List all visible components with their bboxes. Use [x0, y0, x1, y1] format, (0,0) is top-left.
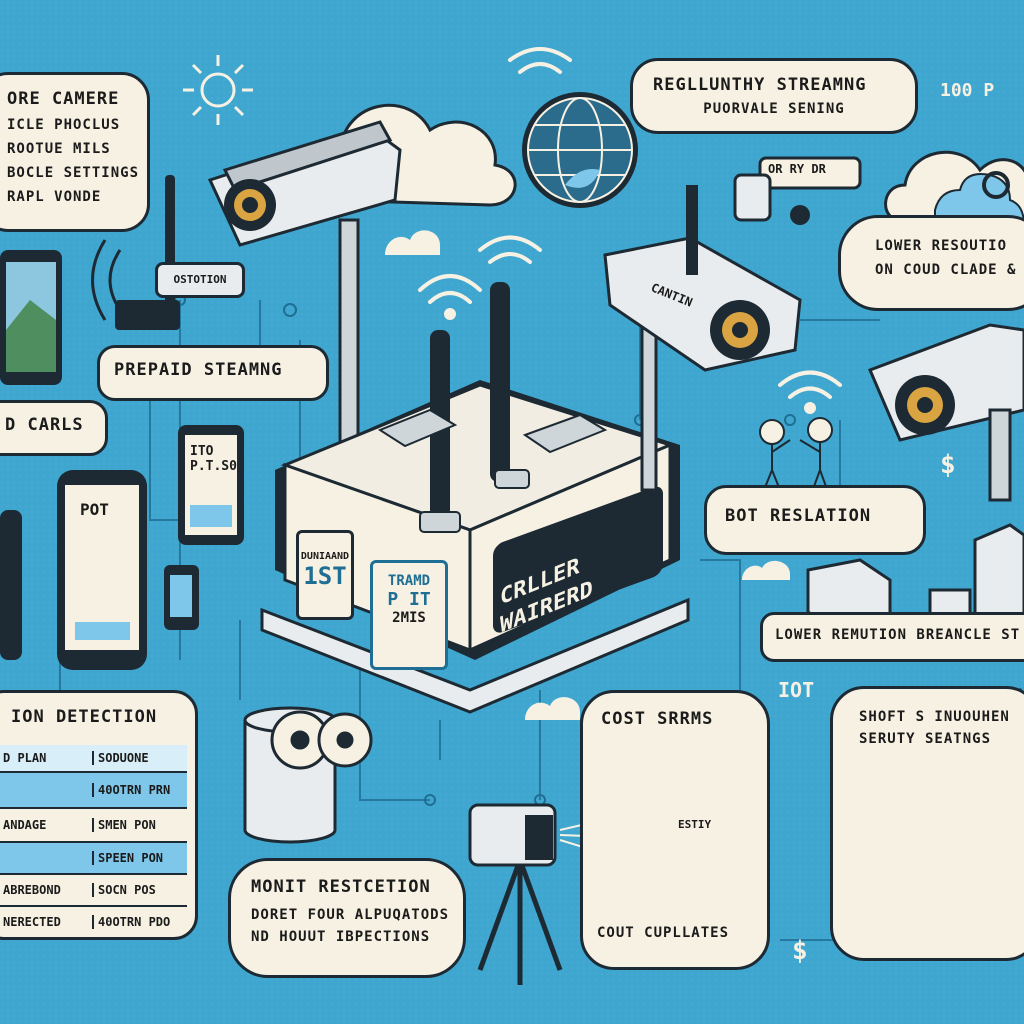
dollar-icon: $ [940, 450, 956, 480]
camera-options-line: ICLE PHOCLUS [7, 117, 121, 133]
table-cell: 40OTRN PRN [92, 783, 187, 797]
table-header-cell: SODUONE [92, 751, 187, 765]
table-cell: NERECTED [3, 915, 61, 929]
iot-label: IOT [778, 678, 815, 702]
table-row: ABREBOND SOCN POS [0, 875, 187, 907]
camera-options-title: ORE CAMERE [7, 89, 120, 109]
device-sticker: DUNIAAND 1ST [296, 530, 354, 620]
table-row: SPEEN PON [0, 843, 187, 875]
device-sticker-line: 2MIS [392, 610, 426, 626]
monitoring-card: MONIT RESTCETION DORET FOUR ALPUQATODS N… [228, 858, 466, 978]
table-cell: ANDAGE [3, 818, 47, 832]
cost-title: COST SRRMS [601, 709, 714, 729]
globe-icon [522, 92, 638, 208]
tablet-text-line: P.T.S0 [190, 459, 237, 474]
table-cell: 40OTRN PDO [92, 915, 187, 929]
table-header-row: D PLAN SODUONE [0, 745, 187, 773]
smart-settings-title: SHOFT S INUOUHEN [859, 709, 1010, 725]
camera-options-line: ROOTUE MILS [7, 141, 111, 157]
motion-detection-title: ION DETECTION [11, 707, 158, 727]
device-sticker-line: 1ST [303, 562, 347, 590]
wifi-icon [508, 47, 572, 74]
security-camera-far-right [868, 323, 1024, 502]
smart-settings-subtitle: SERUTY SEATNGS [859, 731, 992, 747]
resolution-title: LOWER RESOUTIO [875, 238, 1008, 254]
cost-footer: COUT CUPLLATES [597, 925, 730, 941]
sun-icon [183, 55, 253, 125]
streaming-title: REGLLUNTHY STREAMNG [653, 75, 867, 95]
prepaid-streaming-label: PREPAID STEAMNG [114, 360, 283, 380]
table-row: 40OTRN PRN [0, 773, 187, 809]
security-camera-right [603, 185, 802, 492]
security-camera-left [207, 120, 402, 482]
device-sticker-line: TRAMD [387, 573, 431, 589]
table-header-cell: D PLAN [3, 751, 47, 765]
bird-icon [565, 169, 600, 188]
resolution-card: LOWER RESOUTIO ON COUD CLADE & PLA [838, 215, 1024, 311]
device-sticker-line: P IT [387, 589, 431, 610]
bot-relation-card: BOT RESLATION [704, 485, 926, 555]
cards-label-card: D CARLS [0, 400, 108, 456]
table-cell: SMEN PON [92, 818, 187, 832]
wifi-icon [778, 370, 842, 414]
monitoring-line: DORET FOUR ALPUQATODS [251, 907, 450, 923]
lower-resolution-card: LOWER REMUTION BREANCLE ST [760, 612, 1024, 662]
wifi-icon [418, 274, 482, 320]
prepaid-streaming-card: PREPAID STEAMNG [97, 345, 329, 401]
table-cell: ABREBOND [3, 883, 61, 897]
phone-text: POT [80, 500, 109, 519]
cards-label: D CARLS [5, 415, 84, 435]
camera-options-card: ORE CAMERE ICLE PHOCLUS ROOTUE MILS BOCL… [0, 72, 150, 232]
phone-tiny [0, 510, 199, 660]
cost-card: COST SRRMS COUT CUPLLATES [580, 690, 770, 970]
motion-detection-card: ION DETECTION D PLAN SODUONE 40OTRN PRN … [0, 690, 198, 940]
monitoring-title: MONIT RESTCETION [251, 877, 431, 897]
camera-options-line: BOCLE SETTINGS [7, 165, 140, 181]
tablet-device [0, 250, 62, 385]
lock-icon [934, 171, 1024, 226]
top-right-label: 100 P [940, 80, 995, 101]
plan-table: D PLAN SODUONE 40OTRN PRN ANDAGE SMEN PO… [0, 745, 187, 937]
pipe-connector [733, 156, 862, 225]
table-row: NERECTED 40OTRN PDO [0, 907, 187, 937]
monitoring-line: ND HOUUT IBPECTIONS [251, 929, 431, 945]
device-sticker: TRAMD P IT 2MIS [370, 560, 448, 670]
phone-screen-text: ESTIY [678, 818, 712, 831]
table-cell: SOCN POS [92, 883, 187, 897]
resolution-subtitle: ON COUD CLADE & PLA [875, 262, 1024, 278]
pipe-tag: OR RY DR [768, 162, 826, 176]
lower-resolution-label: LOWER REMUTION BREANCLE ST [775, 627, 1021, 643]
dollar-icon: $ [792, 936, 808, 966]
sign-tag: OSTOTION [155, 262, 245, 298]
smart-settings-card: SHOFT S INUOUHEN SERUTY SEATNGS [830, 686, 1024, 961]
cloud-icon [385, 230, 790, 720]
device-sticker-line: DUNIAAND [300, 551, 350, 562]
table-row: ANDAGE SMEN PON [0, 809, 187, 843]
streaming-subtitle: PUORVALE SENING [703, 101, 845, 117]
camera-options-line: RAPL VONDE [7, 189, 102, 205]
bot-relation-label: BOT RESLATION [725, 506, 872, 526]
cable-reels [243, 706, 373, 844]
tablet-text-line: ITO [190, 444, 214, 459]
tablet-small [178, 425, 244, 545]
streaming-card: REGLLUNTHY STREAMNG PUORVALE SENING [630, 58, 918, 134]
table-cell: SPEEN PON [92, 851, 187, 865]
smartphone-left [57, 470, 147, 670]
tablet-text: ITO P.T.S0 [190, 444, 237, 474]
wifi-icon [478, 235, 542, 264]
